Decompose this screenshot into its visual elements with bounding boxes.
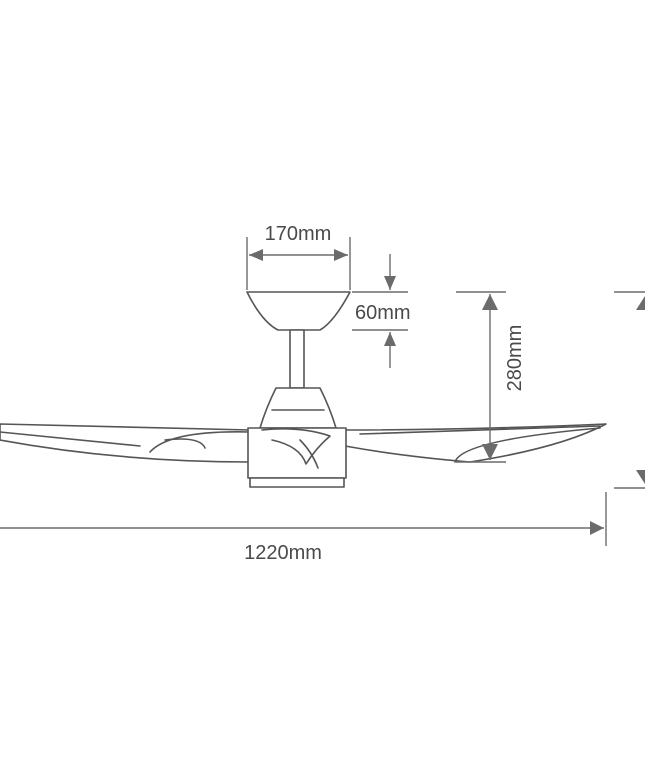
dimension-overall-drop: 280mm <box>456 291 526 463</box>
arrow-down <box>384 276 396 290</box>
fan-canopy <box>246 291 351 331</box>
dimension-canopy-width: 170mm <box>246 223 351 290</box>
fan-motor-housing <box>259 387 337 429</box>
fan-blade-right <box>344 423 607 463</box>
canopy-width-label: 170mm <box>265 223 332 245</box>
fan-bottom-cap <box>249 477 345 488</box>
blade-left-twist <box>149 431 251 453</box>
fan-downrod <box>289 329 305 389</box>
dimension-blade-span: 1220mm <box>0 492 607 564</box>
arrow-down <box>482 444 498 460</box>
fan-blade-left <box>0 423 251 463</box>
arrow-right <box>334 249 348 261</box>
arrow-down <box>636 470 645 484</box>
canopy-height-label: 60mm <box>355 302 411 324</box>
overall-drop-label: 280mm <box>504 325 526 392</box>
blade-right-twist <box>454 427 601 463</box>
dimension-canopy-height: 60mm <box>352 254 411 368</box>
fan-motor-body <box>247 427 347 479</box>
arrow-up <box>636 296 645 310</box>
motor-blade-root-2 <box>299 439 319 469</box>
arrow-right <box>590 521 604 535</box>
arrow-left <box>249 249 263 261</box>
blade-span-label: 1220mm <box>244 542 322 564</box>
blade-left-edge <box>0 431 141 447</box>
dimension-right-edge <box>614 291 645 489</box>
arrow-up <box>384 332 396 346</box>
motor-blade-root <box>261 428 331 465</box>
blade-right-edge <box>359 425 601 435</box>
arrow-up <box>482 294 498 310</box>
blade-left-twist-inner <box>164 438 206 449</box>
ceiling-fan-drawing <box>0 291 607 488</box>
